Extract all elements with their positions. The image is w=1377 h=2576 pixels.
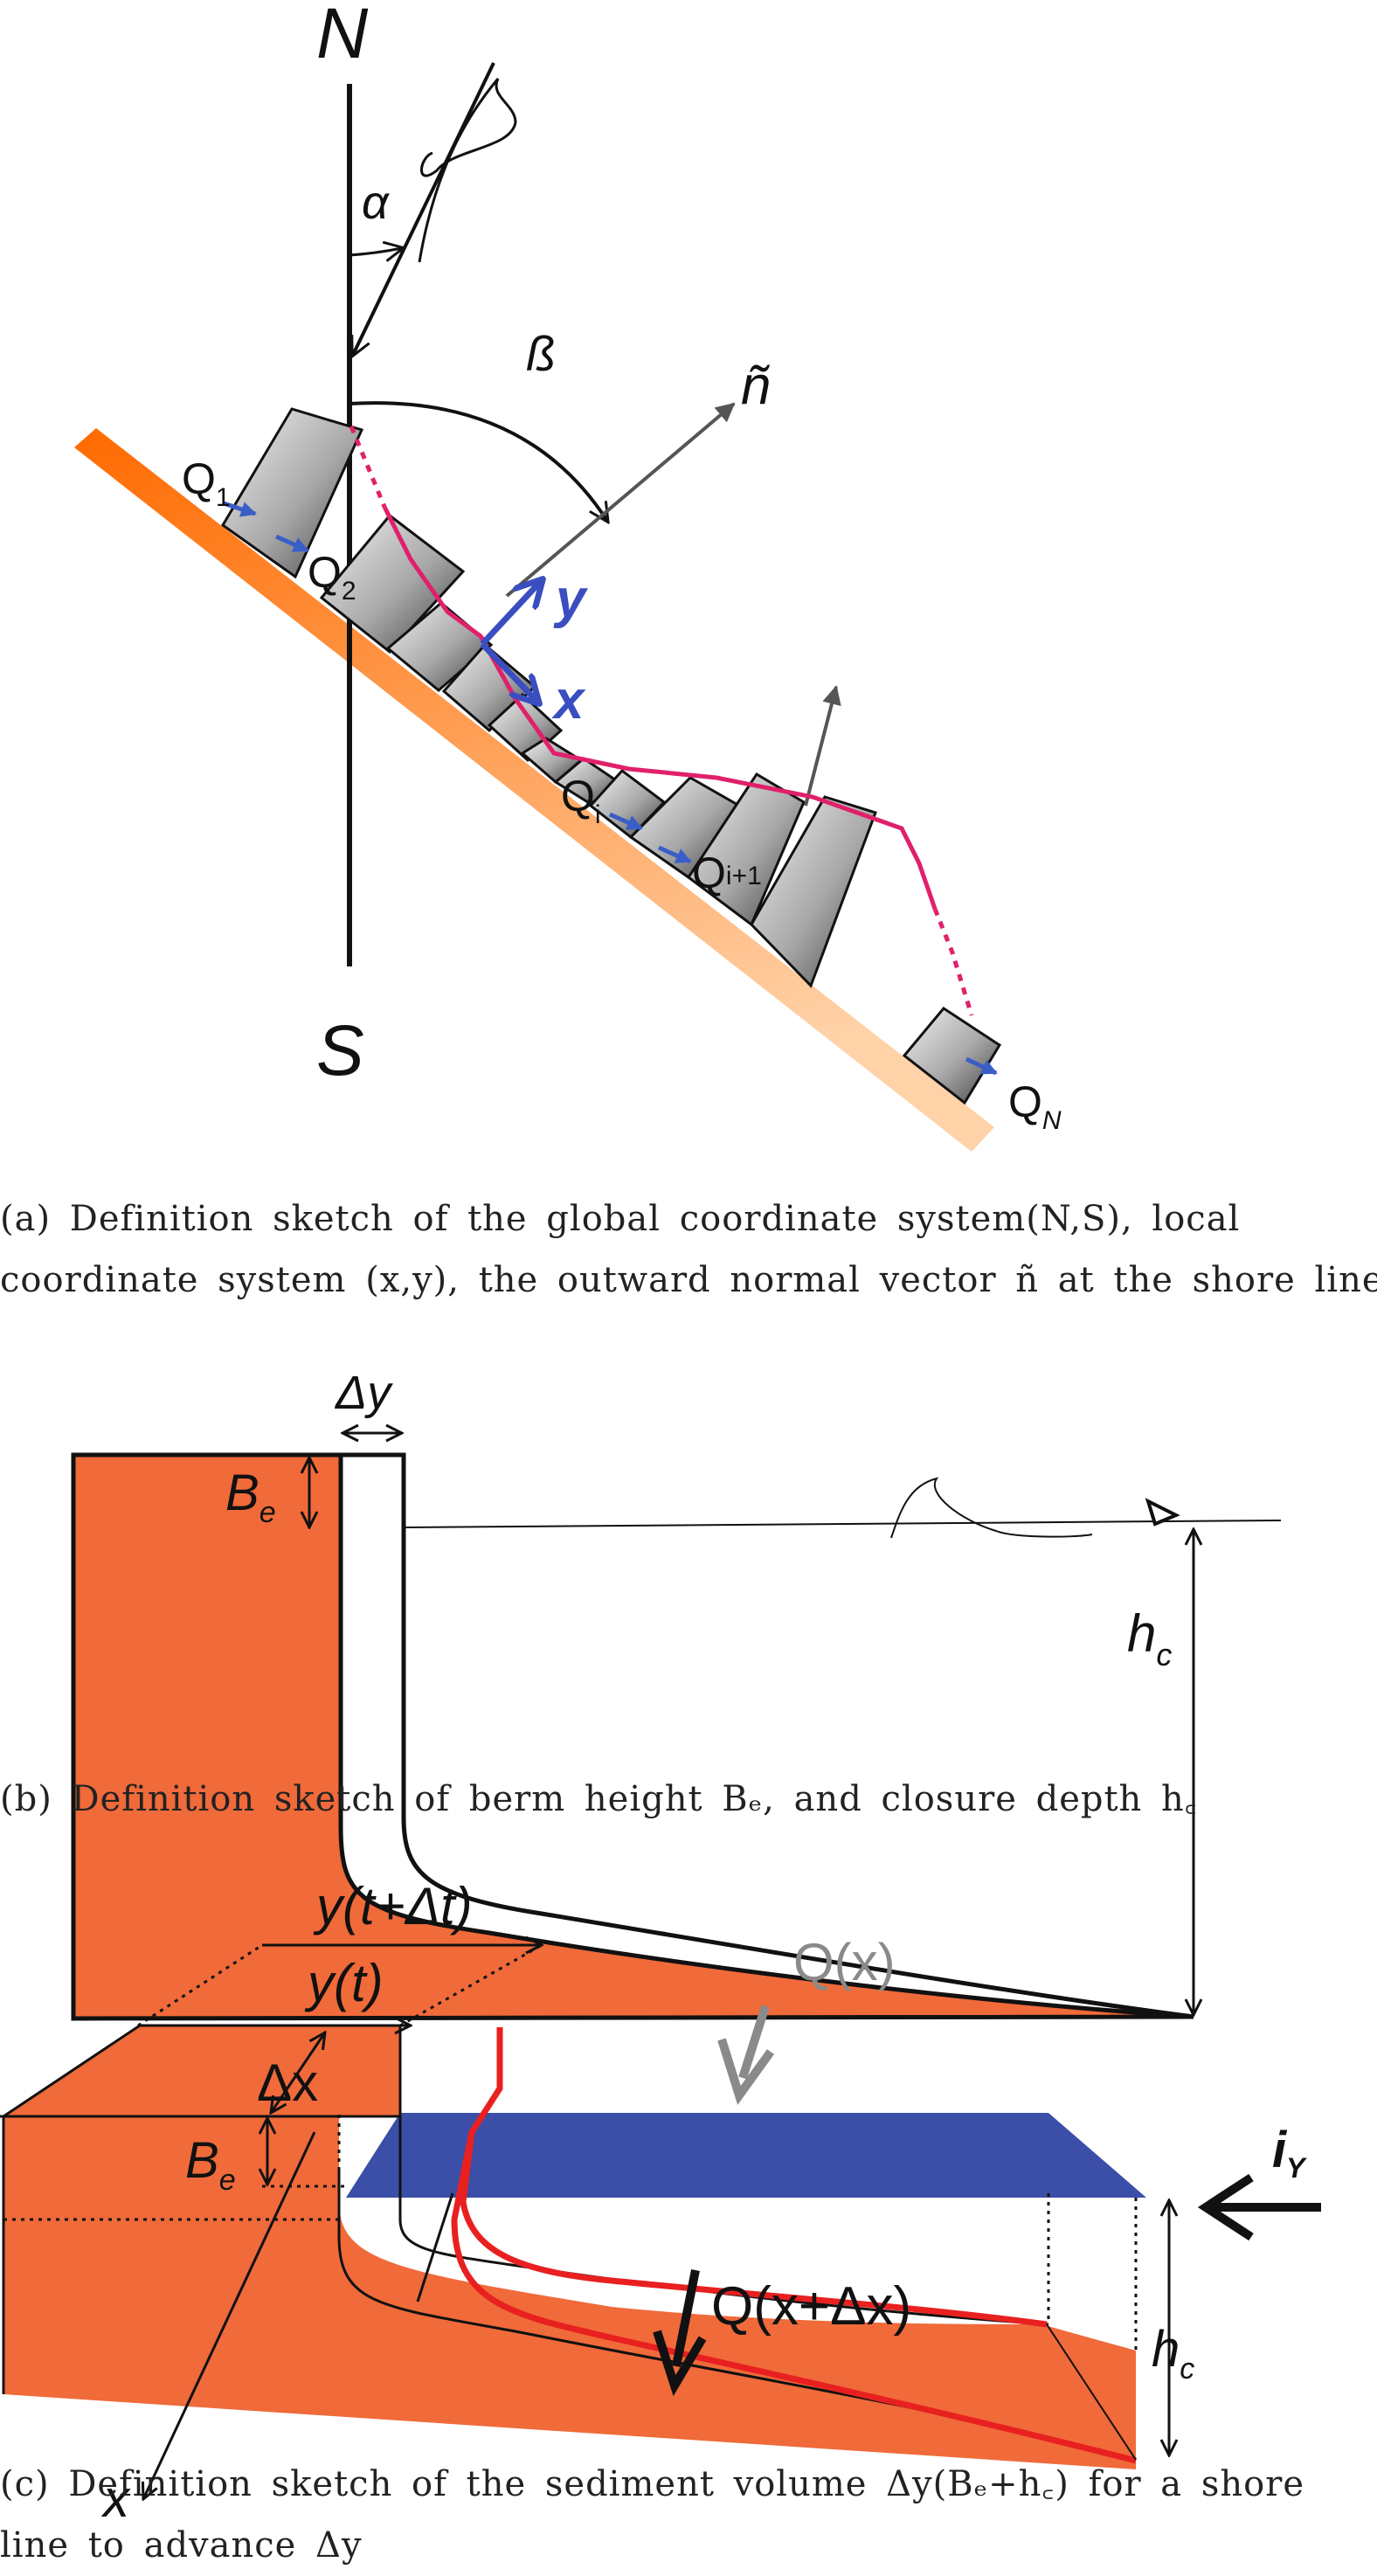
hc-label: hc [1127, 1604, 1172, 1672]
qi-sub: i [595, 800, 601, 829]
shoreline-dotted-end [932, 908, 974, 1016]
water-surface [403, 1520, 1282, 1528]
sediment-front-face [3, 2116, 1136, 2469]
water-plane [346, 2113, 1146, 2198]
local-normal-arrow [804, 685, 841, 807]
be-main: B [225, 1465, 259, 1521]
flux-in-arrowhead [717, 2038, 775, 2106]
q2-label: Q2 [308, 548, 356, 606]
shoreline-curve [382, 505, 938, 910]
flux-arrow-q1 [223, 501, 257, 517]
be-label-c: Be [185, 2132, 236, 2197]
x-axis-label-c: x [100, 2469, 131, 2528]
normal-label: ñ [741, 356, 771, 416]
advanced-profile [341, 1452, 1194, 2019]
qi-label: Qi [561, 772, 601, 829]
flux-out-arrowhead [653, 2330, 707, 2397]
q1-sub: 1 [216, 483, 231, 512]
caption-a-line1: (a) Definition sketch of the global coor… [0, 1199, 1241, 1239]
beta-arc [349, 401, 607, 521]
groin-block [686, 772, 806, 927]
caption-b: (b) Definition sketch of berm height Bₑ,… [0, 1769, 1363, 1830]
panel-b: Δy Be hc [71, 1367, 1282, 2021]
q2-main: Q [308, 548, 342, 597]
sediment-top-face [0, 2024, 402, 2118]
south-label: S [316, 1011, 364, 1091]
delta-x-label: Δx [257, 2053, 318, 2112]
local-x-label: x [551, 670, 586, 731]
q-x-dx-label: Q(x+Δx) [711, 2276, 911, 2337]
alpha-arc [349, 248, 402, 255]
iy-arrowhead [1197, 2173, 1254, 2241]
iy-sub: Y [1286, 2152, 1307, 2184]
flux-arrow-qn [965, 1056, 998, 1076]
q1-label: Q1 [182, 454, 231, 512]
advanced-profile-back [460, 2131, 1048, 2328]
water-level-triangle [1145, 1498, 1180, 1527]
qn-main: Q [1008, 1077, 1042, 1126]
groin-block [319, 513, 466, 654]
hc-sub: c [1156, 1637, 1172, 1672]
qn-label: QN [1008, 1077, 1062, 1135]
flux-arrow-qi1 [657, 845, 692, 864]
q1-main: Q [182, 454, 216, 503]
shoreline-dotted-start [349, 426, 387, 508]
normal-vector-arrow [505, 402, 736, 598]
beta-label: ß [526, 326, 556, 381]
local-y-label: y [553, 569, 589, 629]
be-sub-c: e [219, 2164, 236, 2197]
flux-arrow-q2 [274, 534, 309, 553]
delta-y-label: Δy [334, 1367, 393, 1419]
qi1-sub: i+1 [726, 862, 762, 890]
hc-label-c: hc [1152, 2321, 1194, 2386]
qn-sub: N [1042, 1106, 1062, 1135]
incoming-wave [418, 78, 517, 263]
q2-sub: 2 [342, 577, 356, 606]
iy-main: i [1272, 2122, 1288, 2178]
sediment-outline [71, 1452, 1194, 2021]
q-x-label: Q(x) [793, 1933, 896, 1991]
panel-a: N S α ß ñ y x Q1 Q2 Qi Qi+1 QN [74, 0, 1062, 1152]
y-t-dt-label: y(t+Δt) [313, 1877, 473, 1935]
longshore-x-axis [143, 2131, 316, 2499]
groin-block [221, 407, 364, 579]
groin-block [902, 1007, 1002, 1105]
profile-tie-line [416, 2192, 454, 2302]
alpha-label: α [362, 177, 391, 229]
local-y-axis-arrow [480, 580, 542, 647]
hc-main: h [1127, 1604, 1156, 1663]
flux-out-arrow [672, 2269, 700, 2367]
iy-label: iY [1272, 2122, 1307, 2184]
shoreline-band [74, 428, 994, 1152]
caption-c: (c) Definition sketch of the sediment vo… [0, 2454, 1363, 2576]
sediment-profile [73, 1455, 1194, 2019]
wave-crest [890, 1477, 1093, 1539]
groin-blocks [221, 407, 1002, 1105]
caption-b-line1: (b) Definition sketch of berm height Bₑ,… [0, 1779, 1198, 1819]
caption-c-line2: line to advance Δy [0, 2525, 363, 2566]
delta-x-arrow [271, 2032, 325, 2113]
local-x-axis-arrow [480, 641, 538, 703]
qi1-label: Qi+1 [692, 848, 762, 897]
advanced-profile-front [451, 2027, 1137, 2464]
qi-main: Q [561, 772, 595, 821]
wave-ray-arrow [353, 62, 495, 355]
toe-line [1046, 2323, 1137, 2461]
flux-arrow-qi [608, 812, 643, 831]
hc-sub-c: c [1180, 2352, 1194, 2386]
caption-a: (a) Definition sketch of the global coor… [0, 1188, 1377, 1311]
y-t-label: y(t) [304, 1954, 384, 2012]
north-label: N [316, 0, 369, 73]
caption-c-line1: (c) Definition sketch of the sediment vo… [0, 2464, 1305, 2504]
be-sub: e [259, 1496, 276, 1529]
flux-in-arrow [738, 2005, 770, 2080]
be-label: Be [225, 1465, 276, 1529]
hc-main-c: h [1152, 2321, 1180, 2378]
qi1-main: Q [692, 848, 726, 897]
be-main-c: B [185, 2132, 219, 2189]
panel-c: y(t+Δt) y(t) Q(x) Δx Be iY Q(x+Δx) hc x [0, 1877, 1321, 2528]
groin-block [750, 795, 877, 988]
caption-a-line2: coordinate system (x,y), the outward nor… [0, 1260, 1377, 1300]
